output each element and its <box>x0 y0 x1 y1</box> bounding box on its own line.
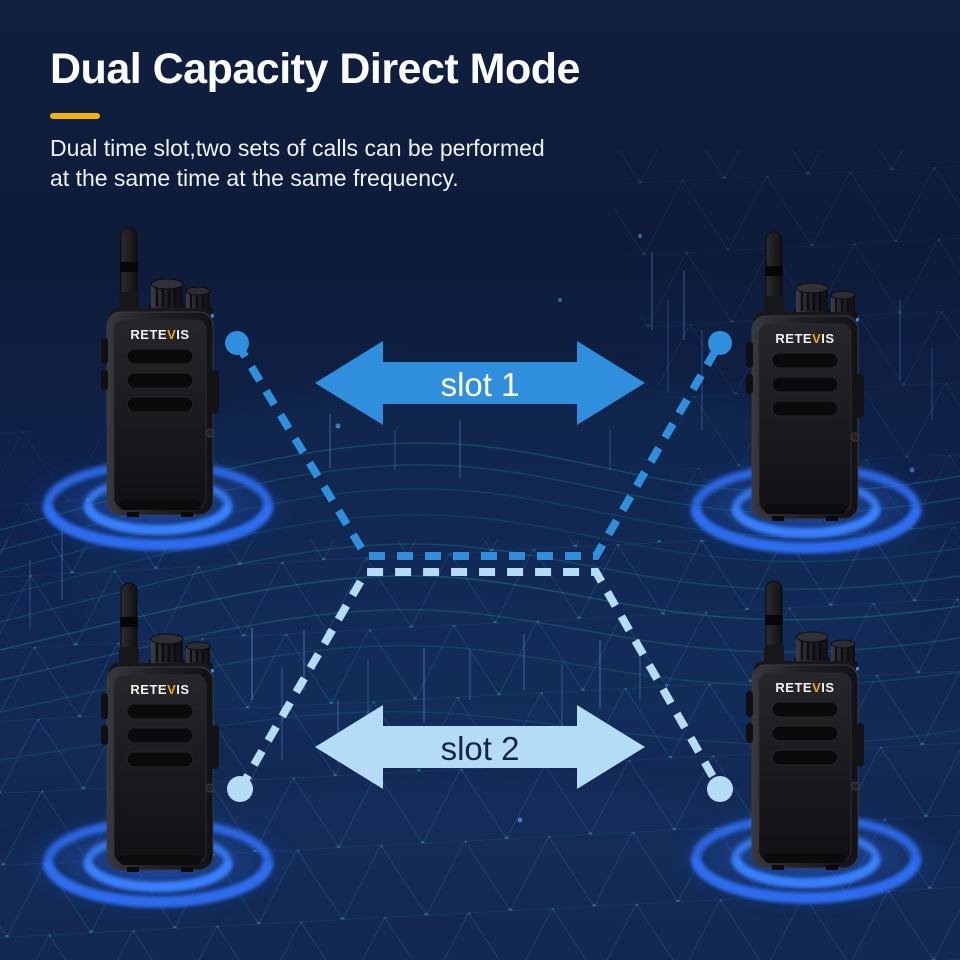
subtitle-line-1: Dual time slot,two sets of calls can be … <box>50 135 545 162</box>
slot1-connection-line <box>233 340 724 560</box>
slot1-arrow: slot 1 <box>315 341 645 425</box>
subtitle: Dual time slot,two sets of calls can be … <box>50 133 580 193</box>
connection-node-bottom-left <box>227 776 253 802</box>
page-title: Dual Capacity Direct Mode <box>50 45 580 93</box>
title-underline-accent <box>50 113 100 120</box>
light-streaks-decoration <box>29 252 933 764</box>
slot1-connection <box>225 331 732 560</box>
header: Dual Capacity Direct Mode Dual time slot… <box>50 45 580 193</box>
connection-node-bottom-right <box>707 776 733 802</box>
connection-node-top-left <box>225 331 249 355</box>
slot2-connection-line <box>236 568 724 792</box>
walkie-talkie-top-left <box>99 226 221 519</box>
slot2-arrow: slot 2 <box>315 705 645 789</box>
slot2-label: slot 2 <box>441 730 520 767</box>
slot1-double-arrow-icon <box>315 341 645 425</box>
connection-node-top-right <box>708 331 732 355</box>
slot2-connection <box>227 568 733 802</box>
slot1-label: slot 1 <box>441 366 520 403</box>
subtitle-line-2: at the same time at the same frequency. <box>50 165 459 192</box>
slot2-double-arrow-icon <box>315 705 645 789</box>
